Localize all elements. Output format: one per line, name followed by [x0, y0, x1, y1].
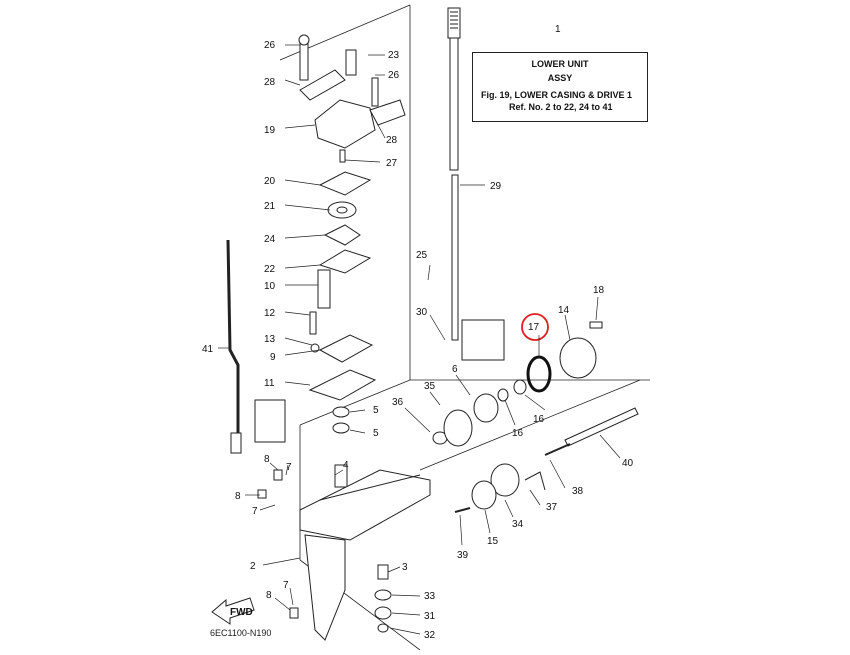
callout: 7	[286, 462, 292, 473]
callout: 26	[264, 40, 276, 51]
callout: 33	[424, 591, 436, 602]
title-box-number: 1	[555, 24, 561, 35]
fwd-arrow-icon: FWD	[211, 597, 255, 625]
callout: 23	[388, 50, 400, 61]
callout: 5	[373, 428, 379, 439]
callout: 9	[270, 352, 276, 363]
callout: 41	[202, 344, 214, 355]
callout: 32	[424, 630, 436, 641]
callout: 26	[388, 70, 400, 81]
callout: 30	[416, 307, 428, 318]
callout: 37	[546, 502, 558, 513]
callout: 22	[264, 264, 276, 275]
callout: 2	[250, 561, 256, 572]
callout: 15	[487, 536, 499, 547]
callout: 13	[264, 334, 276, 345]
callout: 35	[424, 381, 436, 392]
fwd-label: FWD	[230, 607, 253, 618]
callout: 8	[266, 590, 272, 601]
callout: 3	[402, 562, 408, 573]
callout: 21	[264, 201, 276, 212]
callout: 12	[264, 308, 276, 319]
title-line-2: ASSY	[547, 73, 573, 83]
callout: 11	[264, 378, 275, 389]
callout: 7	[252, 506, 258, 517]
callout: 4	[343, 460, 349, 471]
callout: 34	[512, 519, 524, 530]
callout: 20	[264, 176, 276, 187]
callout: 16	[512, 428, 524, 439]
lower-unit-title-box: LOWER UNIT ASSY Fig. 19, LOWER CASING & …	[472, 52, 648, 122]
callout: 5	[373, 405, 379, 416]
callout: 28	[264, 77, 276, 88]
callout: 10	[264, 281, 276, 292]
title-line-4: Ref. No. 2 to 22, 24 to 41	[509, 102, 613, 112]
callout: 31	[424, 611, 436, 622]
callout: 27	[386, 158, 398, 169]
callout: 7	[283, 580, 289, 591]
callout: 14	[558, 305, 570, 316]
callout: 18	[593, 285, 605, 296]
callout-highlighted: 17	[528, 322, 540, 333]
callout: 6	[452, 364, 458, 375]
diagram-code: 6EC1100-N190	[210, 628, 272, 638]
callout: 8	[235, 491, 241, 502]
callout-labels: 26 23 28 26 19 28 27 20 29 21 24 25 22 1…	[202, 40, 634, 641]
callout: 24	[264, 234, 276, 245]
o-ring-17	[526, 355, 552, 393]
callout: 16	[533, 414, 545, 425]
callout: 39	[457, 550, 469, 561]
title-line-3: Fig. 19, LOWER CASING & DRIVE 1	[481, 90, 633, 100]
callout: 38	[572, 486, 584, 497]
callout: 36	[392, 397, 404, 408]
highlight-circle	[521, 313, 549, 341]
callout: 25	[416, 250, 428, 261]
title-line-1: LOWER UNIT	[531, 59, 589, 69]
callout: 28	[386, 135, 398, 146]
callout: 29	[490, 181, 502, 192]
callout: 40	[622, 458, 634, 469]
callout: 19	[264, 125, 276, 136]
callout: 8	[264, 454, 270, 465]
